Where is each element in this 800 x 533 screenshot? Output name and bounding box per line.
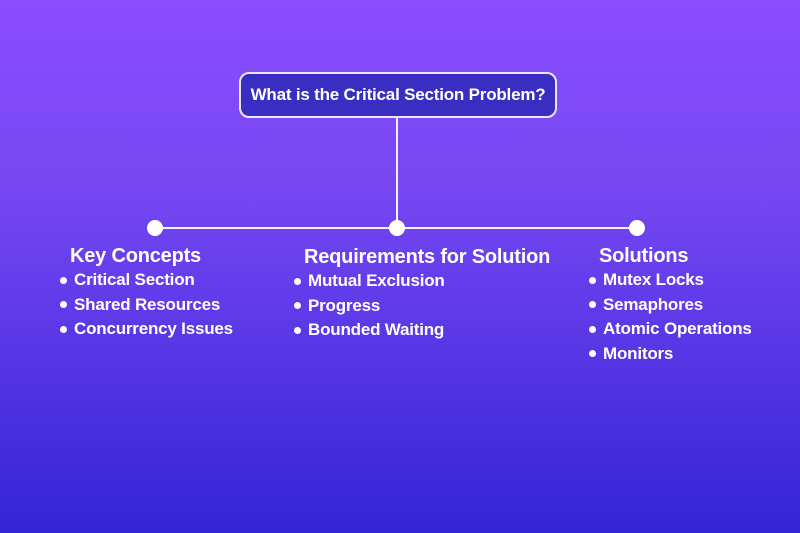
branch-requirements-for-solution: Requirements for Solution Mutual Exclusi… [294, 245, 550, 343]
branch-heading: Requirements for Solution [304, 246, 551, 268]
list-item: Critical Section [60, 268, 233, 293]
list-item: Mutual Exclusion [294, 269, 550, 294]
list-item-label: Mutual Exclusion [308, 271, 445, 291]
branch-node-dot-requirements [389, 220, 405, 236]
branch-key-concepts: Key Concepts Critical Section Shared Res… [60, 244, 233, 342]
bullet-icon [589, 301, 596, 309]
branch-solutions: Solutions Mutex Locks Semaphores Atomic … [589, 244, 752, 366]
list-item-label: Shared Resources [74, 294, 221, 314]
branch-node-dot-solutions [629, 220, 645, 236]
branch-heading: Key Concepts [70, 245, 201, 267]
branch-item-list: Critical Section Shared Resources Concur… [60, 268, 233, 342]
list-item: Progress [294, 294, 550, 319]
list-item-label: Mutex Locks [603, 270, 704, 290]
list-item: Monitors [589, 342, 752, 367]
bullet-icon [589, 276, 596, 284]
list-item: Bounded Waiting [294, 318, 550, 343]
bullet-icon [294, 277, 301, 285]
bullet-icon [589, 350, 596, 358]
list-item: Semaphores [589, 293, 752, 318]
root-connector-line [396, 118, 398, 228]
list-item: Atomic Operations [589, 317, 752, 342]
bullet-icon [60, 325, 67, 333]
list-item: Concurrency Issues [60, 317, 233, 342]
bullet-icon [60, 301, 67, 309]
root-node: What is the Critical Section Problem? [239, 72, 557, 118]
list-item-label: Monitors [603, 343, 674, 363]
list-item-label: Atomic Operations [603, 319, 752, 339]
branch-item-list: Mutex Locks Semaphores Atomic Operations… [589, 268, 752, 366]
branch-heading: Solutions [599, 245, 689, 267]
bullet-icon [589, 325, 596, 333]
list-item-label: Concurrency Issues [74, 319, 233, 339]
branch-node-dot-key-concepts [147, 220, 163, 236]
list-item-label: Critical Section [74, 270, 195, 290]
branch-item-list: Mutual Exclusion Progress Bounded Waitin… [294, 269, 550, 343]
bullet-icon [60, 276, 67, 284]
list-item-label: Bounded Waiting [308, 320, 445, 340]
bullet-icon [294, 302, 301, 310]
list-item: Shared Resources [60, 293, 233, 318]
list-item: Mutex Locks [589, 268, 752, 293]
list-item-label: Semaphores [603, 294, 704, 314]
bullet-icon [294, 326, 301, 334]
list-item-label: Progress [308, 295, 381, 315]
